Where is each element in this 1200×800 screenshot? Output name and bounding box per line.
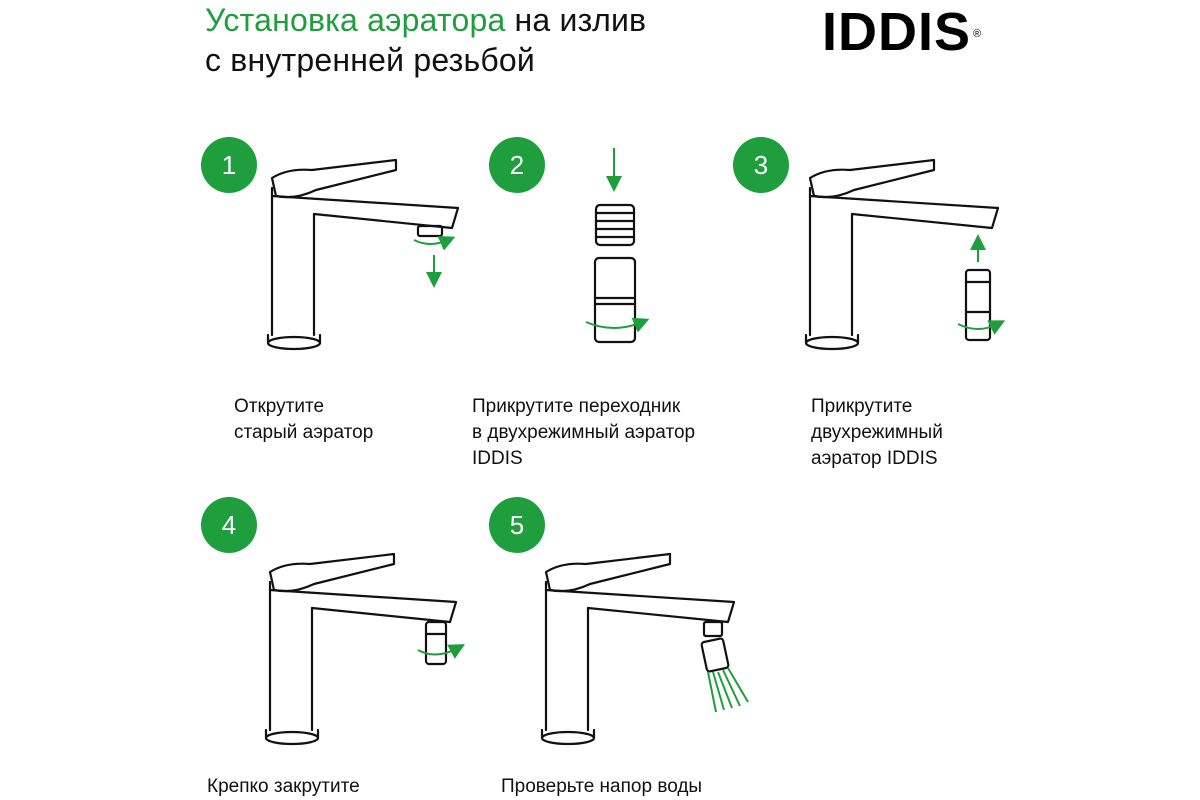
title-rest: на излив: [505, 2, 647, 38]
step-3-rotate-arrow: [957, 320, 1006, 335]
step-4-caption: Крепко закрутите: [207, 776, 360, 797]
step-4-badge: 4: [201, 497, 257, 553]
page-title: Установка аэратора на излив с внутренней…: [205, 0, 646, 80]
title-line2: с внутренней резьбой: [205, 42, 535, 78]
step-5-faucet-illustration: [540, 552, 736, 746]
registered-mark: ®: [973, 28, 983, 40]
step-2-rotate-arrow: [585, 317, 650, 333]
step-2-caption: Прикрутите переходник в двухрежимный аэр…: [472, 396, 696, 469]
step-2-badge: 2: [489, 137, 545, 193]
title-accent: Установка аэратора: [205, 2, 506, 38]
step-3-faucet-illustration: [804, 158, 1000, 351]
brand-logo: IDDIS®: [822, 2, 983, 62]
step-4-faucet-illustration: [264, 552, 458, 746]
step-5-water-stream: [707, 667, 749, 713]
step-1-rotate-arrow: [413, 235, 456, 251]
step-1-badge: 1: [201, 137, 257, 193]
step-2-aerator-illustration: [593, 203, 637, 344]
step-5-caption: Проверьте напор воды: [501, 776, 703, 797]
step-1-caption: Открутите старый аэратор: [234, 396, 374, 443]
step-5-badge: 5: [489, 497, 545, 553]
step-1-faucet-illustration: [266, 158, 460, 351]
step-3-badge: 3: [733, 137, 789, 193]
step-4-rotate-arrow: [417, 644, 466, 659]
brand-name: IDDIS: [822, 2, 972, 62]
step-3-caption: Прикрутите двухрежимный аэратор IDDIS: [811, 396, 943, 469]
